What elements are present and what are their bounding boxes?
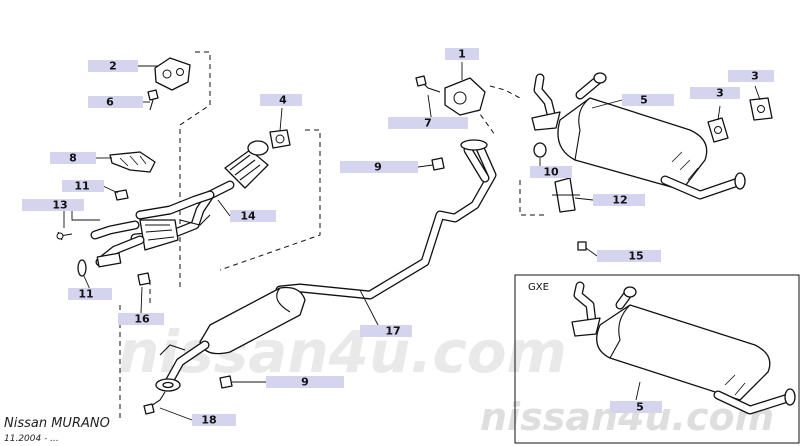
svg-text:5: 5 — [636, 401, 644, 414]
svg-text:3: 3 — [751, 70, 759, 83]
stud-13 — [56, 231, 73, 241]
callout-15: 15 — [597, 250, 661, 263]
bracket-12 — [552, 177, 580, 213]
nut-9-lower — [219, 375, 233, 389]
svg-text:9: 9 — [301, 376, 309, 389]
callout-3a: 3 — [690, 87, 740, 100]
callout-17: 17 — [360, 325, 412, 338]
inset-variant-label: GXE — [528, 282, 549, 293]
nut-16 — [137, 272, 151, 286]
callout-2: 2 — [88, 60, 138, 73]
callout-3b: 3 — [728, 70, 774, 83]
callout-5a: 5 — [622, 94, 674, 107]
svg-text:8: 8 — [69, 152, 77, 165]
svg-text:14: 14 — [240, 210, 256, 223]
callout-14: 14 — [230, 210, 276, 223]
svg-text:7: 7 — [424, 117, 432, 130]
svg-text:12: 12 — [612, 194, 627, 207]
hanger-rubber-3b — [749, 97, 773, 121]
callout-13: 13 — [22, 199, 84, 212]
svg-text:3: 3 — [716, 87, 724, 100]
nut-9-upper — [431, 157, 445, 171]
ring-gasket-10 — [533, 142, 547, 158]
svg-text:13: 13 — [52, 199, 67, 212]
center-pipe — [275, 139, 497, 300]
rear-muffler — [531, 72, 746, 200]
callout-4: 4 — [260, 94, 302, 107]
callout-8: 8 — [50, 152, 96, 165]
callout-7: 7 — [388, 117, 468, 130]
svg-text:10: 10 — [543, 166, 559, 179]
gasket-11-upper — [114, 189, 129, 201]
svg-text:5: 5 — [640, 94, 648, 107]
bolt-6 — [147, 89, 159, 111]
svg-text:1: 1 — [458, 48, 466, 61]
svg-text:18: 18 — [201, 414, 216, 427]
footer-model: Nissan MURANO — [4, 416, 110, 431]
footer-date: 11.2004 - ... — [4, 434, 59, 444]
svg-text:2: 2 — [109, 60, 117, 73]
callout-6: 6 — [88, 96, 143, 109]
svg-text:11: 11 — [78, 288, 93, 301]
svg-text:16: 16 — [134, 313, 150, 326]
callout-18: 18 — [192, 414, 236, 427]
leader-lines — [63, 62, 761, 421]
callout-10: 10 — [530, 166, 572, 179]
svg-text:11: 11 — [74, 180, 89, 193]
mounting-bracket-2 — [154, 57, 191, 91]
watermark-center: nissan4u.com — [118, 318, 567, 386]
gxe-inset: GXE — [514, 274, 800, 444]
gxe-rear-muffler — [571, 281, 796, 415]
svg-text:9: 9 — [374, 161, 382, 174]
callout-5b: 5 — [610, 401, 662, 414]
front-muffler — [155, 286, 306, 392]
catalyst-assembly — [90, 140, 269, 268]
hanger-rubber-3a — [707, 117, 729, 143]
svg-text:6: 6 — [106, 96, 114, 109]
gasket-11-lower — [77, 259, 87, 277]
mount-rubber-1 — [415, 75, 486, 116]
callout-9a: 9 — [340, 161, 418, 174]
callout-11a: 11 — [62, 180, 104, 193]
callout-16: 16 — [118, 313, 164, 326]
callout-12: 12 — [593, 194, 645, 207]
callout-1: 1 — [445, 48, 479, 61]
gasket-4 — [269, 129, 291, 149]
svg-text:15: 15 — [628, 250, 643, 263]
svg-text:17: 17 — [385, 325, 400, 338]
insulator-8 — [109, 151, 156, 173]
bolt-18 — [143, 391, 166, 415]
svg-text:4: 4 — [279, 94, 287, 107]
callout-11b: 11 — [68, 288, 112, 301]
bolt-15 — [577, 241, 587, 251]
callout-9b: 9 — [266, 376, 344, 389]
